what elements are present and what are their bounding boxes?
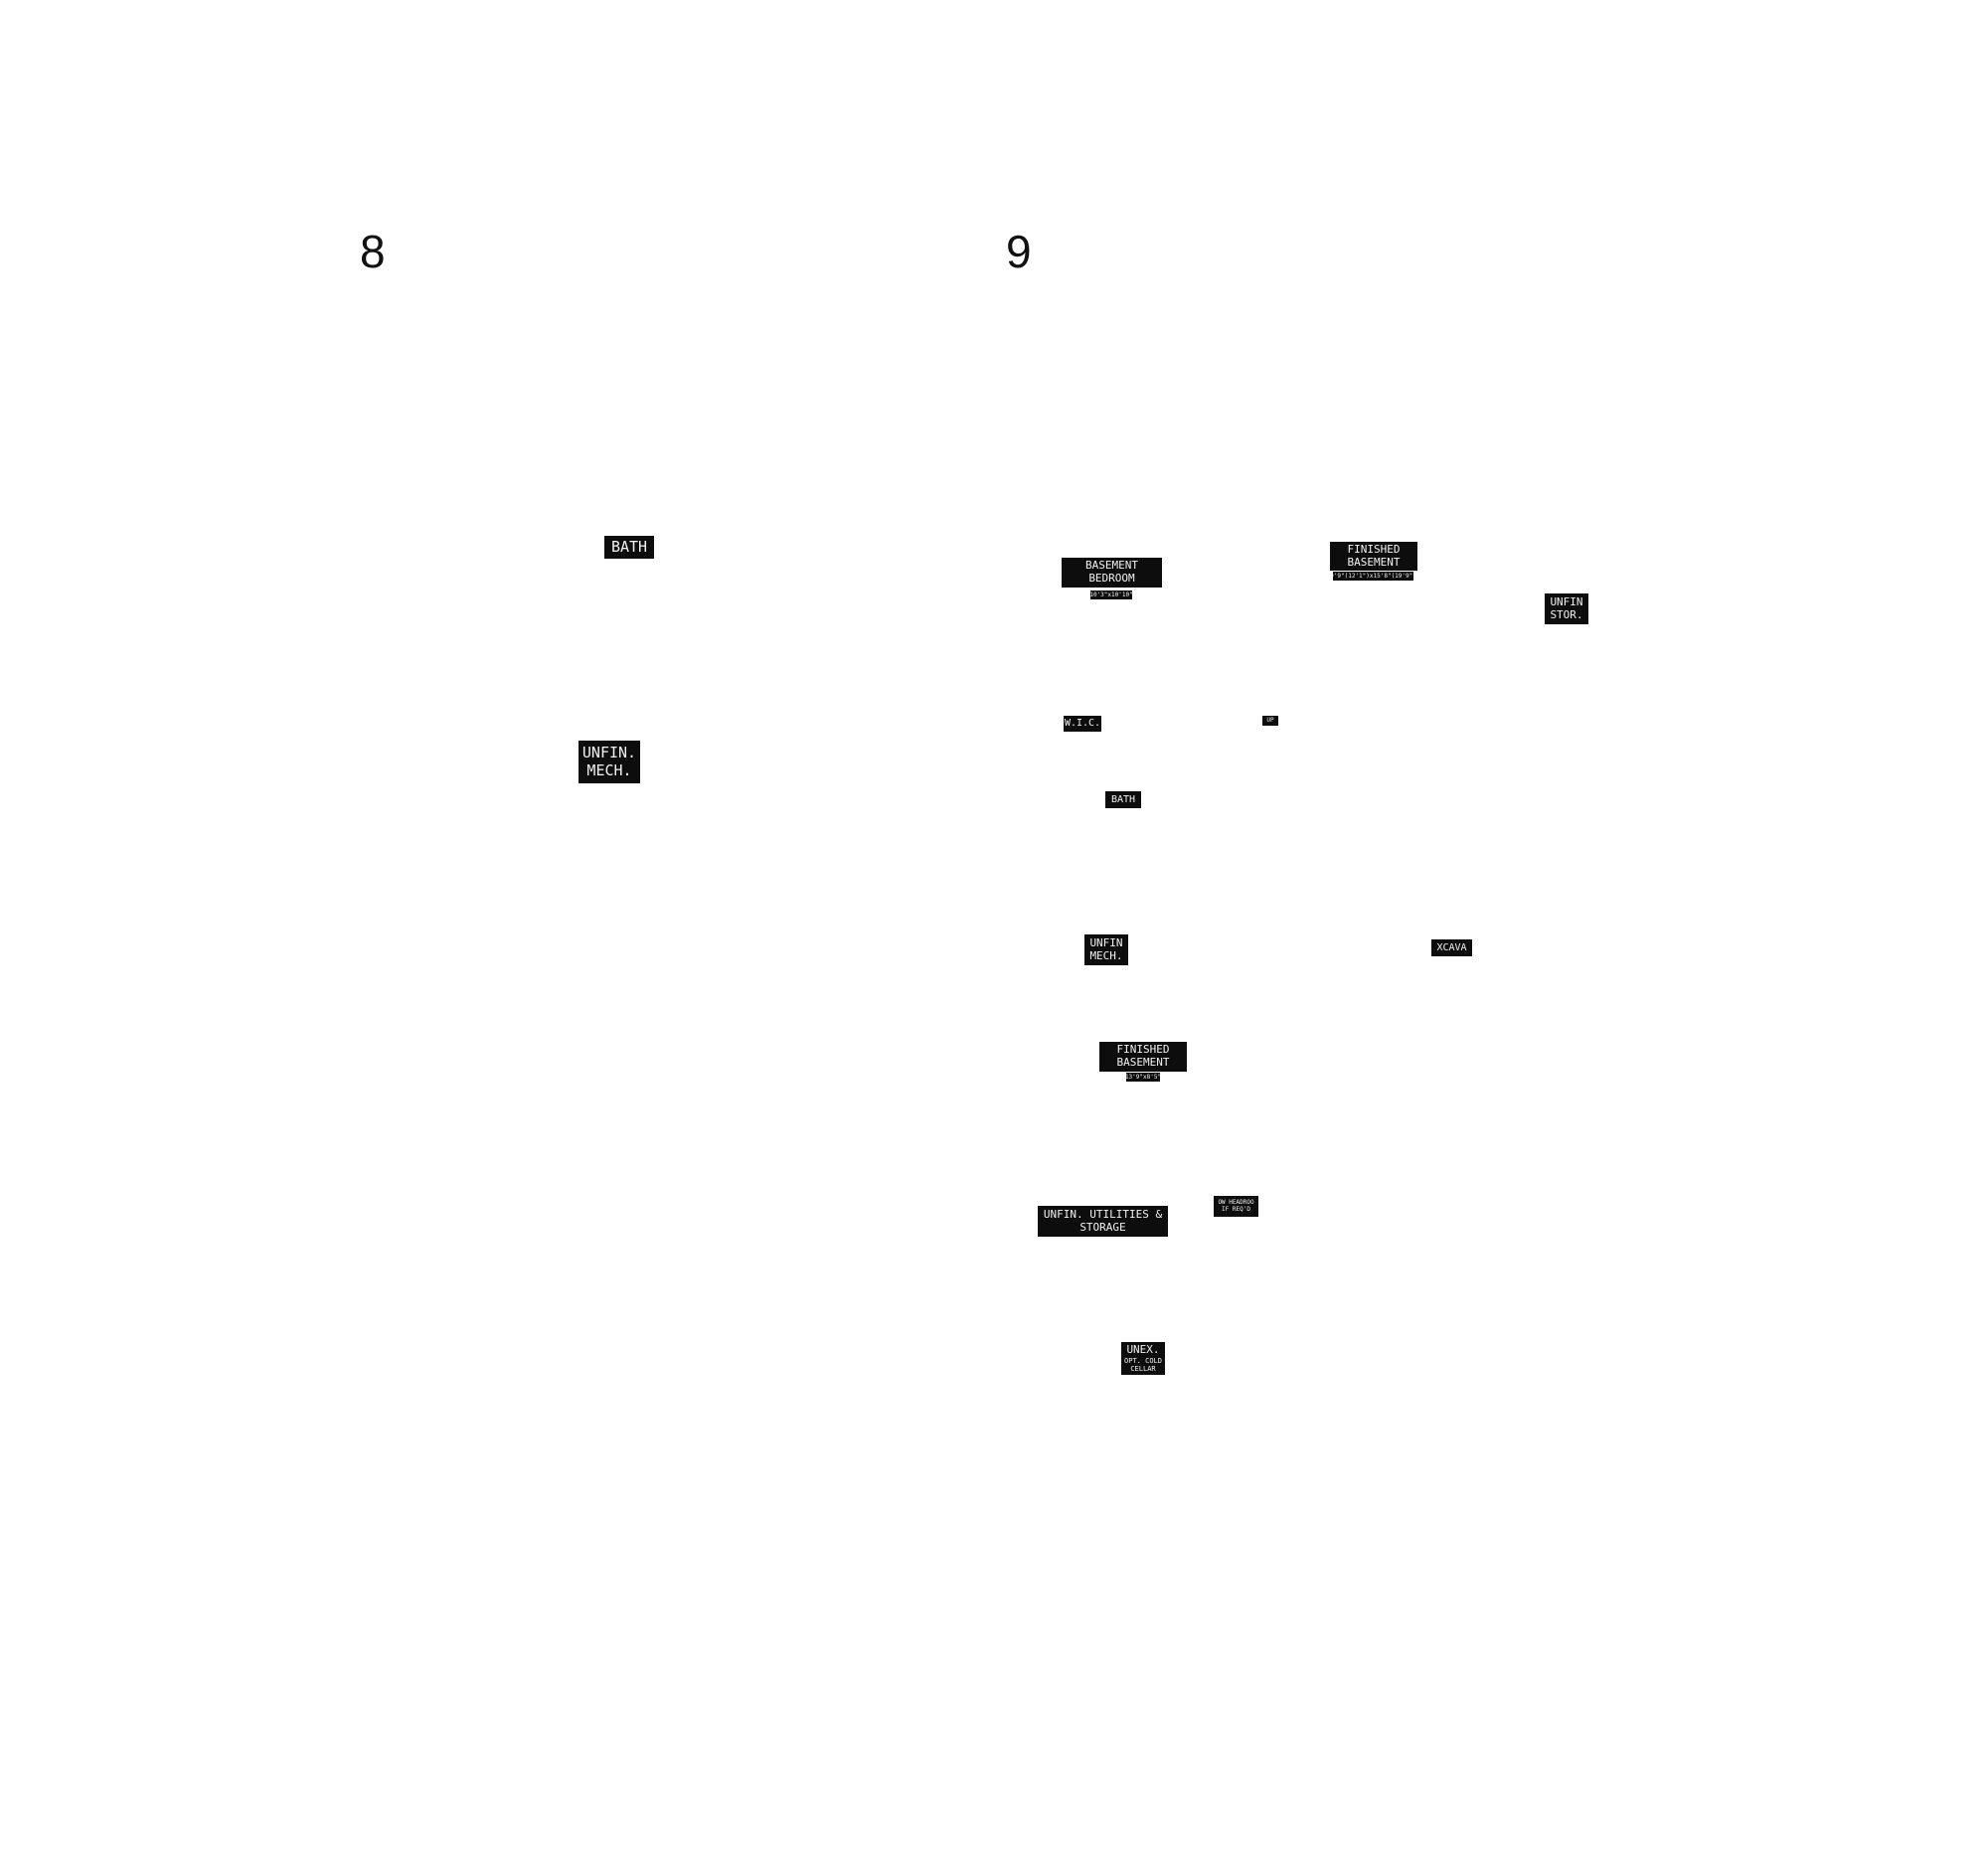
unex-line1: UNEX. bbox=[1126, 1343, 1160, 1357]
plan-9-bath-text: BATH bbox=[1110, 793, 1136, 805]
low-headroom-label: OW HEADROO IF REQ'D bbox=[1214, 1196, 1258, 1217]
unexcavated-cold-cellar-label: UNEX. OPT. COLD CELLAR bbox=[1121, 1342, 1165, 1375]
plan-9-bath-label: BATH bbox=[1105, 791, 1141, 808]
basement-bedroom-label: BASEMENT BEDROOM bbox=[1062, 558, 1162, 588]
unfin-utilities-line2: STORAGE bbox=[1079, 1220, 1126, 1234]
unfin-stor-line1: UNFIN bbox=[1550, 594, 1583, 608]
plan-9-unfin-mech-line2: MECH. bbox=[1089, 948, 1123, 962]
low-headroom-line1: OW HEADROO bbox=[1218, 1198, 1254, 1206]
plan-8-unfin-mech-label: UNFIN. MECH. bbox=[579, 741, 640, 783]
unfin-stor-line2: STOR. bbox=[1550, 607, 1583, 621]
finished-basement-bottom-line2: BASEMENT bbox=[1116, 1056, 1170, 1069]
finished-basement-top-label: FINISHED BASEMENT bbox=[1330, 542, 1417, 571]
stair-up-text: UP bbox=[1266, 716, 1274, 724]
plan-8-unfin-mech-line1: UNFIN. bbox=[581, 744, 637, 762]
finished-basement-bottom-label: FINISHED BASEMENT bbox=[1099, 1042, 1187, 1072]
basement-bedroom-line2: BEDROOM bbox=[1088, 572, 1135, 585]
unfin-utilities-storage-label: UNFIN. UTILITIES & STORAGE bbox=[1038, 1206, 1168, 1237]
finished-basement-bottom-dimension: 13'9"x8'5" bbox=[1124, 1073, 1162, 1082]
plan-8-bath-label: BATH bbox=[604, 536, 654, 559]
excavation-text: XCAVA bbox=[1436, 941, 1467, 953]
finished-basement-top-line1: FINISHED bbox=[1347, 542, 1401, 556]
unfin-stor-label: UNFIN STOR. bbox=[1545, 593, 1588, 624]
plan-9-unfin-mech-label: UNFIN MECH. bbox=[1084, 934, 1128, 965]
finished-basement-top-dimension: 9'9"(12'1")x15'8"(19'9") bbox=[1330, 572, 1416, 581]
basement-bedroom-dimension: 10'3"x10'10" bbox=[1089, 590, 1133, 599]
wic-text: W.I.C. bbox=[1064, 718, 1101, 730]
wic-label: W.I.C. bbox=[1064, 716, 1101, 732]
plan-9-number: 9 bbox=[1006, 226, 1032, 277]
unfin-utilities-line1: UNFIN. UTILITIES & bbox=[1043, 1207, 1163, 1221]
excavation-label: XCAVA bbox=[1431, 939, 1472, 956]
plan-8-bath-text: BATH bbox=[610, 537, 648, 556]
basement-bedroom-line1: BASEMENT bbox=[1085, 559, 1138, 573]
plan-9-unfin-mech-line1: UNFIN bbox=[1089, 935, 1123, 949]
stair-up-label: UP bbox=[1262, 716, 1278, 726]
plan-8-unfin-mech-line2: MECH. bbox=[586, 760, 632, 779]
low-headroom-line2: IF REQ'D bbox=[1222, 1205, 1250, 1213]
unex-line2: OPT. COLD bbox=[1124, 1356, 1162, 1365]
unex-line3: CELLAR bbox=[1130, 1364, 1156, 1373]
plan-8-number: 8 bbox=[360, 226, 386, 277]
finished-basement-bottom-line1: FINISHED bbox=[1116, 1043, 1170, 1057]
finished-basement-top-line2: BASEMENT bbox=[1347, 555, 1401, 569]
